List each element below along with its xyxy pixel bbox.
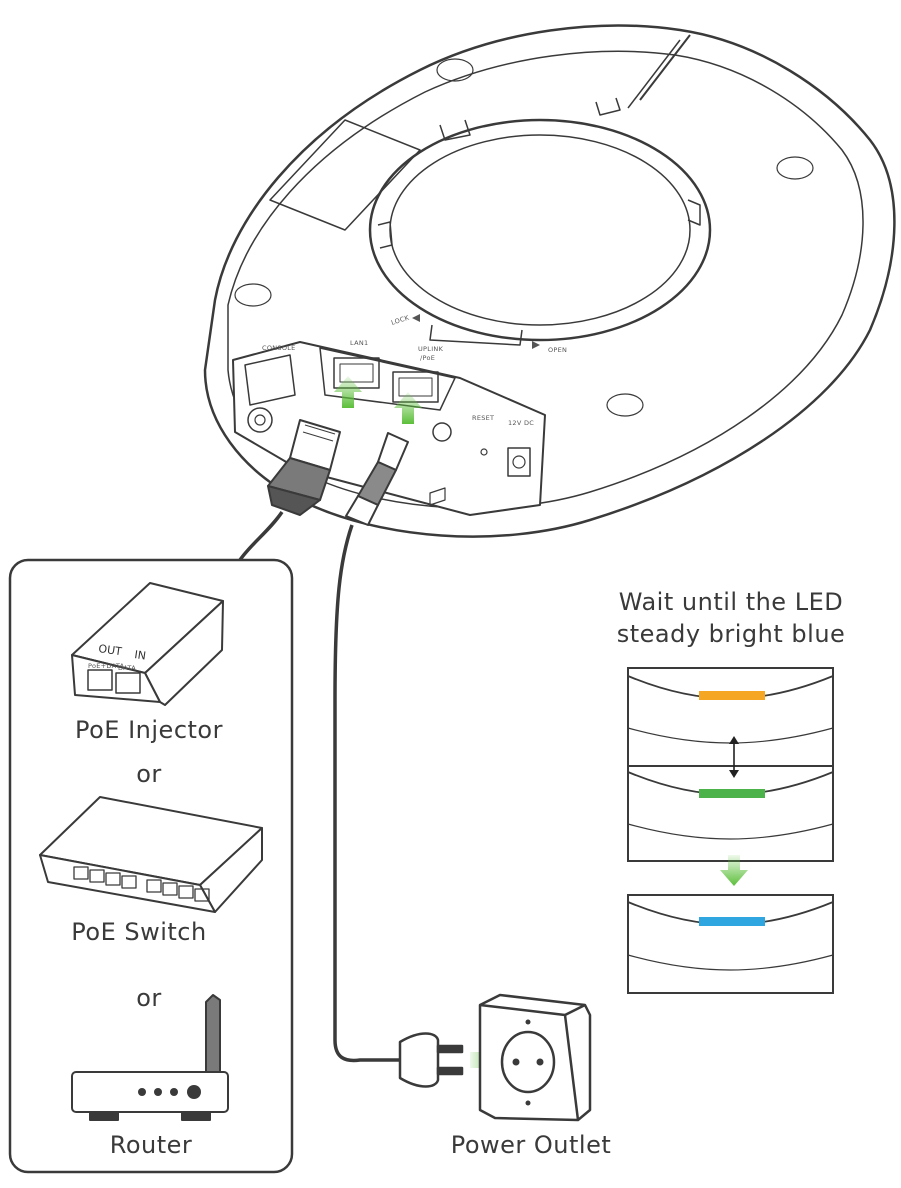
foot bbox=[776, 156, 814, 180]
led-instruction-line-1: Wait until the LED bbox=[618, 588, 844, 616]
injector-out-label: OUT bbox=[98, 642, 123, 658]
foot bbox=[436, 58, 474, 82]
injector-port-in bbox=[115, 672, 141, 694]
cables bbox=[238, 511, 400, 1063]
led-green bbox=[699, 789, 765, 798]
led-instruction-line-2: steady bright blue bbox=[616, 620, 846, 648]
power-outlet-label: Power Outlet bbox=[450, 1131, 612, 1159]
ground-screw bbox=[432, 422, 452, 442]
dc-label: 12V DC bbox=[508, 419, 534, 427]
poe-injector-label: PoE Injector bbox=[75, 716, 223, 744]
switch-port bbox=[194, 888, 210, 902]
power-source-panel bbox=[8, 558, 294, 1174]
rj45-connector bbox=[267, 419, 341, 516]
foot bbox=[606, 393, 644, 417]
switch-port bbox=[121, 875, 137, 889]
ethernet-cable bbox=[238, 511, 284, 561]
switch-port bbox=[105, 872, 121, 886]
poe-switch-label: PoE Switch bbox=[71, 918, 207, 946]
poe-switch bbox=[39, 796, 263, 913]
uplink-label-2: /PoE bbox=[420, 354, 435, 362]
dc-plug bbox=[345, 432, 409, 526]
power-outlet bbox=[478, 993, 592, 1122]
console-label: CONSOLE bbox=[262, 344, 296, 352]
switch-port bbox=[89, 869, 105, 883]
led-transition-arrow bbox=[720, 855, 748, 886]
injector-port-out bbox=[87, 669, 113, 691]
open-label: OPEN bbox=[548, 346, 567, 354]
mounting-ring bbox=[368, 118, 712, 342]
power-cable bbox=[333, 524, 400, 1063]
reset-hole bbox=[480, 448, 488, 456]
dc-jack bbox=[507, 447, 531, 477]
injector-in-label: IN bbox=[134, 648, 147, 662]
or-label-2: or bbox=[136, 984, 162, 1012]
poe-injector: PoE+DATA DATA bbox=[71, 582, 224, 706]
uplink-label-1: UPLINK bbox=[418, 345, 444, 353]
lock-label: LOCK bbox=[390, 313, 410, 326]
led-amber bbox=[699, 691, 765, 700]
foot bbox=[234, 283, 272, 307]
lan1-label: LAN1 bbox=[350, 339, 368, 347]
switch-port bbox=[73, 866, 89, 880]
insert-arrows bbox=[334, 376, 422, 424]
router-antenna bbox=[205, 994, 221, 1073]
led-blue bbox=[699, 917, 765, 926]
router bbox=[71, 994, 229, 1121]
router-label: Router bbox=[109, 1131, 193, 1159]
injector-port-in-label: DATA bbox=[118, 664, 136, 672]
or-label-1: or bbox=[136, 760, 162, 788]
switch-port bbox=[146, 879, 162, 893]
led-panel-steady bbox=[627, 894, 834, 994]
switch-port bbox=[178, 885, 194, 899]
switch-port bbox=[162, 882, 178, 896]
uplink-insert-arrow bbox=[394, 392, 422, 424]
reset-label: RESET bbox=[472, 414, 494, 422]
injector-port-out-label: PoE+DATA bbox=[88, 662, 125, 670]
blink-arrow bbox=[729, 736, 739, 778]
power-plug bbox=[398, 1032, 464, 1088]
lan-insert-arrow bbox=[334, 376, 362, 408]
console-screw bbox=[247, 407, 273, 433]
